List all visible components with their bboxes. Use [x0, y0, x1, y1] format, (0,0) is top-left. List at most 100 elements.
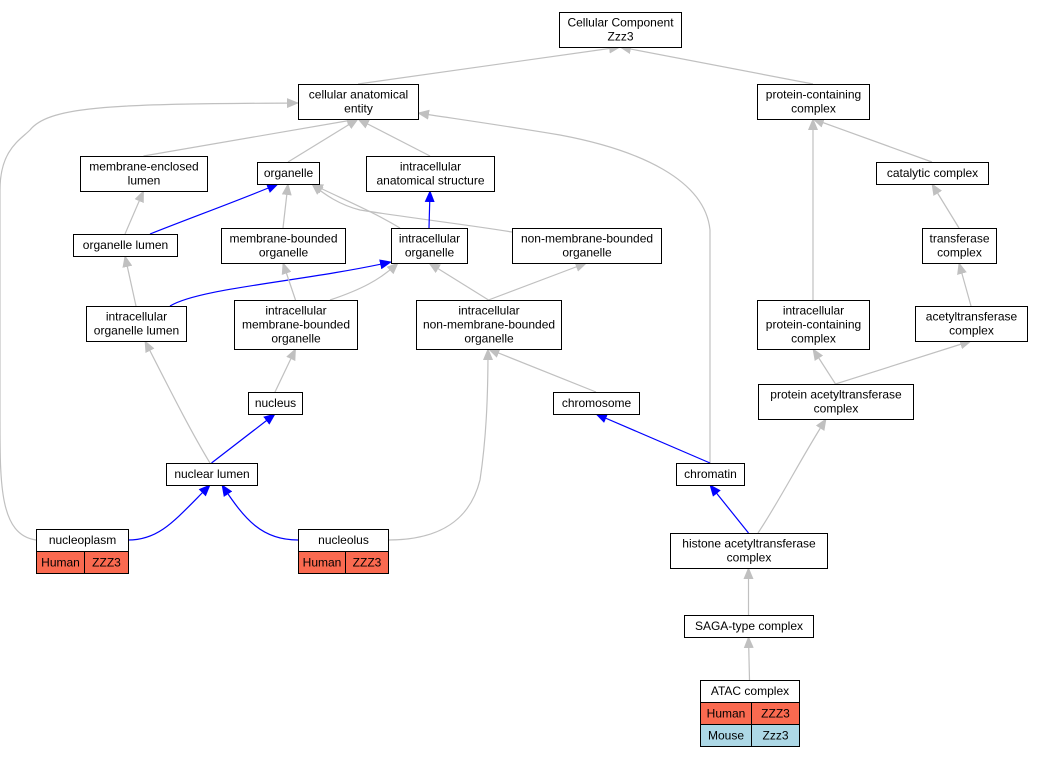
node-chrt[interactable]: chromatin	[676, 463, 745, 486]
node-box	[80, 156, 208, 192]
node-box	[559, 12, 682, 48]
node-label-line: protein-containing	[766, 88, 861, 102]
edge-mbo-to-org	[281, 183, 292, 229]
node-label-line: entity	[344, 102, 373, 116]
node-label-line: lumen	[128, 174, 161, 188]
edge-np-to-nl	[127, 484, 211, 541]
node-nuc[interactable]: nucleus	[248, 392, 303, 415]
edge-imbo-to-io	[329, 262, 399, 301]
node-nl[interactable]: nuclear lumen	[166, 463, 258, 486]
node-label-line: nucleoplasm	[49, 533, 116, 547]
node-saga[interactable]: SAGA-type complex	[684, 615, 814, 638]
edge-imbo-to-mbo	[281, 262, 297, 301]
edge-mel-to-cae	[143, 115, 359, 157]
node-orgl[interactable]: organelle lumen	[73, 234, 178, 257]
node-label-line: organelle	[264, 166, 314, 180]
edge-iol-to-io	[169, 259, 392, 307]
edge-atc-to-tc	[957, 262, 972, 307]
node-label-line: organelle	[271, 332, 321, 346]
node-label-line: chromosome	[562, 396, 632, 410]
gene-label: ZZZ3	[761, 707, 790, 721]
node-box	[915, 306, 1028, 342]
gene-label: ZZZ3	[353, 556, 382, 570]
gene-cell	[84, 551, 129, 574]
edge-io-to-ias	[424, 190, 435, 229]
node-inmbo[interactable]: intracellularnon-membrane-boundedorganel…	[416, 300, 562, 350]
node-label-line: complex	[937, 246, 982, 260]
edge-nl-to-iol	[144, 340, 211, 464]
node-label-line: chromatin	[684, 467, 737, 481]
edge-cae-to-cc	[357, 43, 621, 85]
edge-chrt-to-chr	[595, 413, 711, 464]
node-label-line: nucleus	[255, 396, 296, 410]
node-box	[366, 156, 495, 192]
edge-hatc-to-patc	[757, 418, 827, 534]
node-box	[86, 306, 187, 342]
node-label-line: Zzz3	[607, 30, 633, 44]
node-label-line: organelle lumen	[94, 324, 179, 338]
edge-inmbo-to-nmbo	[488, 262, 588, 301]
node-org[interactable]: organelle	[257, 162, 320, 185]
node-label-line: complex	[814, 402, 859, 416]
edge-iol-to-orgl	[122, 255, 137, 307]
node-label-line: complex	[727, 551, 772, 565]
node-box	[922, 228, 997, 264]
node-chr[interactable]: chromosome	[553, 392, 640, 415]
node-box	[684, 615, 814, 638]
gene-cell	[751, 724, 800, 747]
node-label-line: intracellular	[399, 232, 460, 246]
edge-ias-to-cae	[357, 118, 431, 157]
node-catc[interactable]: catalytic complex	[876, 162, 989, 185]
node-label-line: SAGA-type complex	[695, 619, 803, 633]
edge-nuco-to-inmbo	[387, 348, 493, 541]
node-label-line: intracellular	[106, 310, 167, 324]
node-label-line: membrane-bounded	[229, 232, 337, 246]
edge-org-to-cae	[287, 118, 359, 163]
node-label-line: acetyltransferase	[926, 310, 1018, 324]
node-label-line: catalytic complex	[887, 166, 978, 180]
node-label-line: nuclear lumen	[174, 467, 249, 481]
node-box	[257, 162, 320, 185]
node-label-line: membrane-bounded	[242, 318, 350, 332]
edge-patc-to-ipcc	[812, 348, 837, 385]
edge-tc-to-catc	[931, 183, 960, 229]
edge-np-to-cae	[0, 98, 299, 541]
node-box	[248, 392, 303, 415]
node-label-line: protein acetyltransferase	[770, 388, 902, 402]
node-box	[512, 228, 662, 264]
node-label-line: intracellular	[265, 304, 326, 318]
edge-chrt-to-cae	[417, 109, 711, 463]
gene-cell	[345, 551, 389, 574]
node-box	[876, 162, 989, 185]
edge-orgl-to-org	[149, 183, 279, 235]
node-label-line: intracellular	[400, 160, 461, 174]
node-label-line: histone acetyltransferase	[682, 537, 816, 551]
node-label-line: Cellular Component	[567, 16, 674, 30]
edge-orgl-to-mel	[124, 190, 145, 235]
edge-inmbo-to-io	[428, 262, 489, 301]
node-box	[391, 228, 468, 264]
node-label-line: anatomical structure	[376, 174, 484, 188]
node-box	[676, 463, 745, 486]
node-label-line: intracellular	[783, 304, 844, 318]
